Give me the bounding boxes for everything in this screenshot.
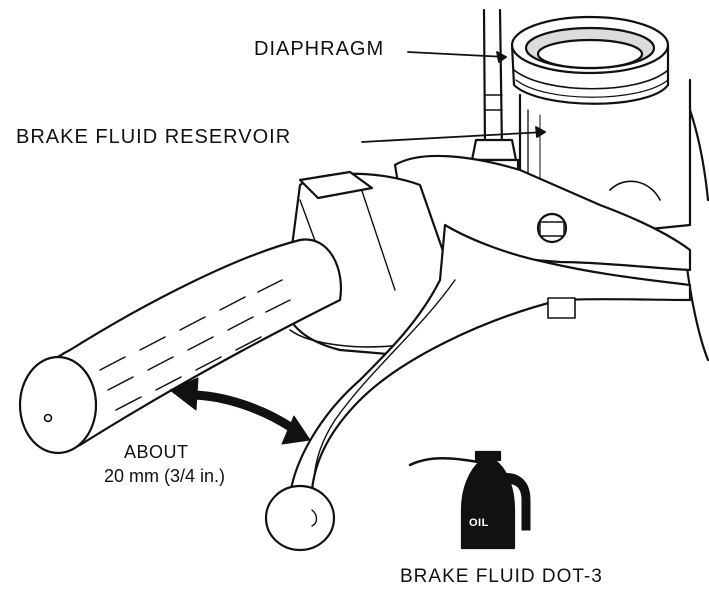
brake-lever (264, 223, 692, 552)
diaphragm-label: DIAPHRAGM (254, 38, 385, 60)
oil-can-label: OIL (469, 517, 489, 529)
leader-lines (361, 51, 546, 143)
free-play-distance-label: 20 mm (3/4 in.) (104, 466, 226, 486)
throttle-grip (18, 238, 343, 455)
free-play-arrow-icon (169, 377, 311, 445)
free-play-about-label: ABOUT (124, 442, 189, 462)
brake-hose (482, 8, 504, 152)
lever-pivot (547, 297, 576, 319)
brake-fluid-reservoir-label: BRAKE FLUID RESERVOIR (16, 126, 292, 148)
oil-can-icon (408, 450, 531, 550)
brake-fluid-type-label: BRAKE FLUID DOT-3 (400, 566, 603, 587)
